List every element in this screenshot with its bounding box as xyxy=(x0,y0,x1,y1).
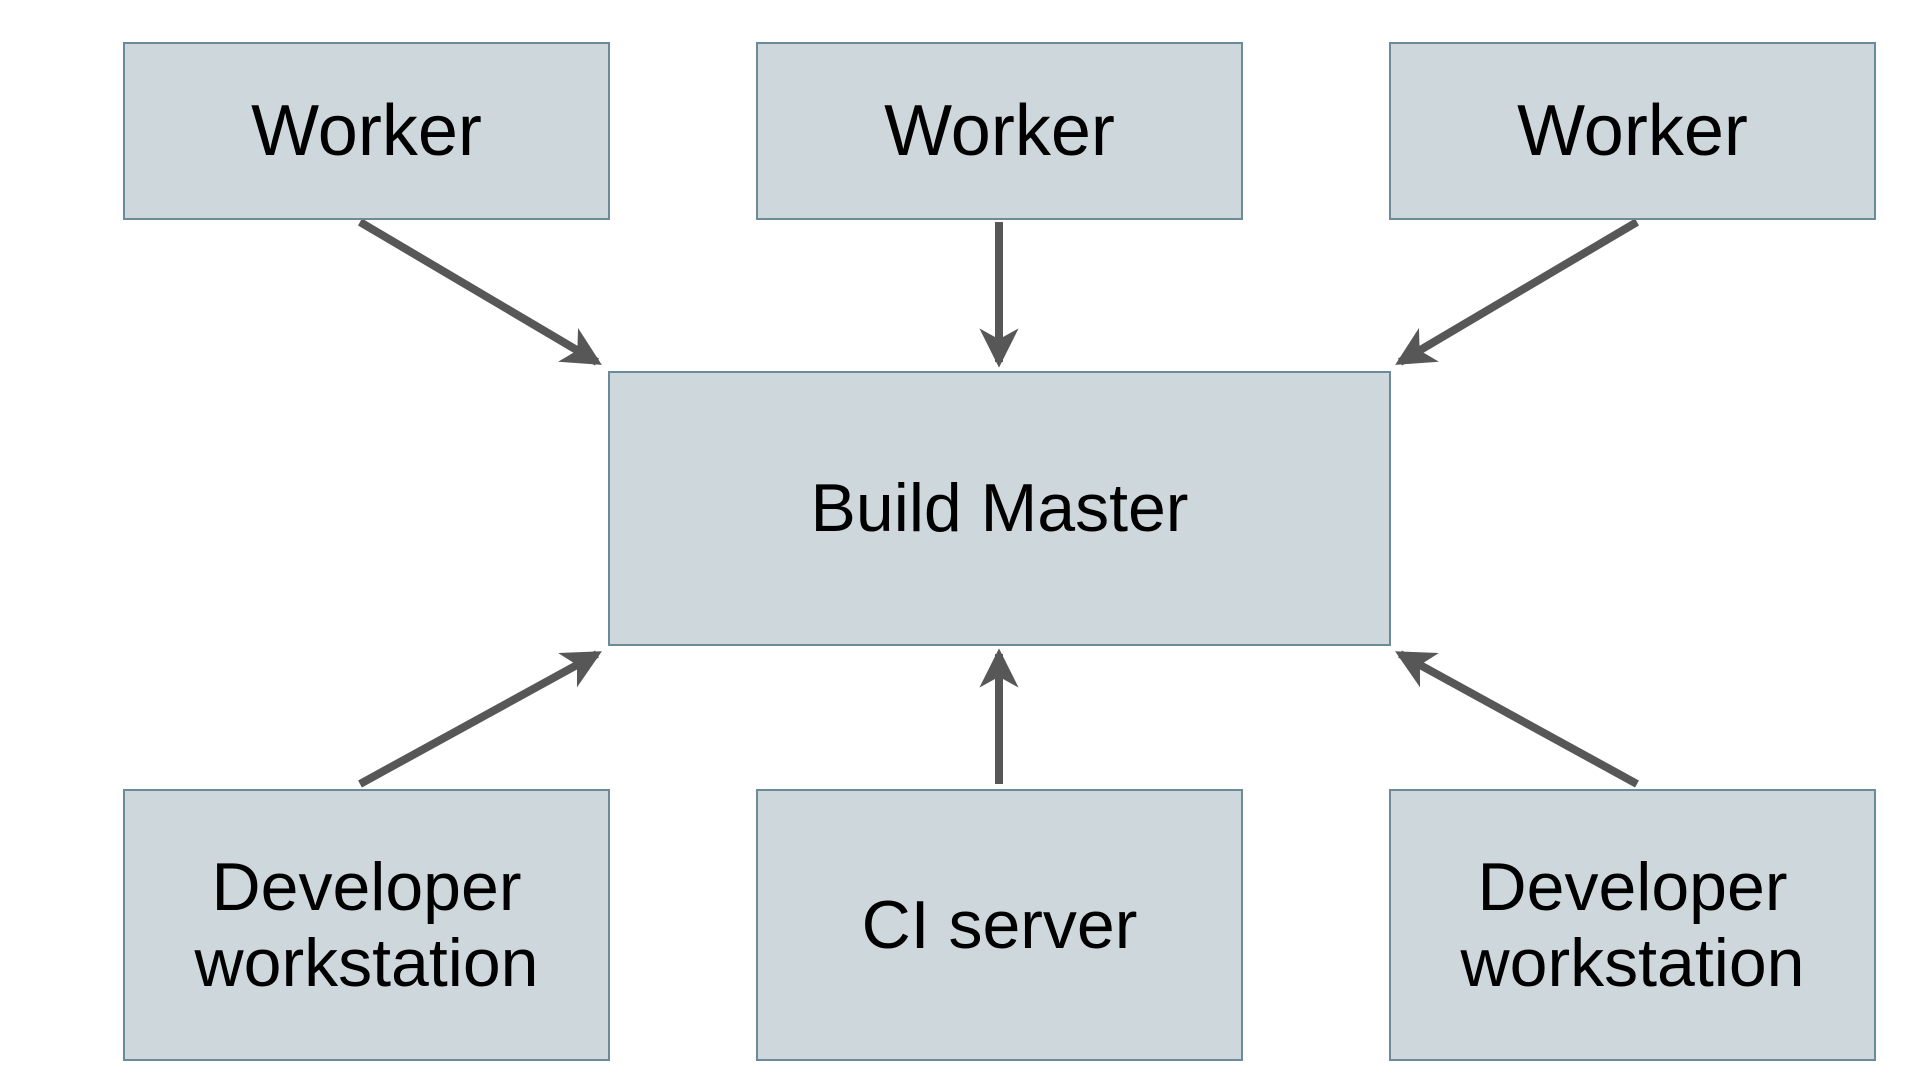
node-developer-workstation-right[interactable]: Developer workstation xyxy=(1389,789,1876,1061)
node-ci-server[interactable]: CI server xyxy=(756,789,1243,1061)
node-label: CI server xyxy=(861,886,1138,963)
node-worker-right[interactable]: Worker xyxy=(1389,42,1876,220)
edge-worker-right-to-master xyxy=(1395,218,1640,366)
edge-worker-left-to-master xyxy=(357,218,602,366)
node-worker-left[interactable]: Worker xyxy=(123,42,610,220)
node-developer-workstation-left[interactable]: Developer workstation xyxy=(123,789,610,1061)
node-label: Worker xyxy=(251,90,482,171)
edge-dev-ws-right-to-master xyxy=(1395,650,1639,788)
node-label: Developer workstation xyxy=(1460,848,1805,1001)
node-build-master[interactable]: Build Master xyxy=(608,371,1391,646)
node-label: Worker xyxy=(1517,90,1748,171)
node-label: Worker xyxy=(884,90,1115,171)
node-label: Developer workstation xyxy=(194,848,539,1001)
node-worker-center[interactable]: Worker xyxy=(756,42,1243,220)
edge-dev-ws-left-to-master xyxy=(358,650,602,788)
node-label: Build Master xyxy=(810,470,1189,547)
